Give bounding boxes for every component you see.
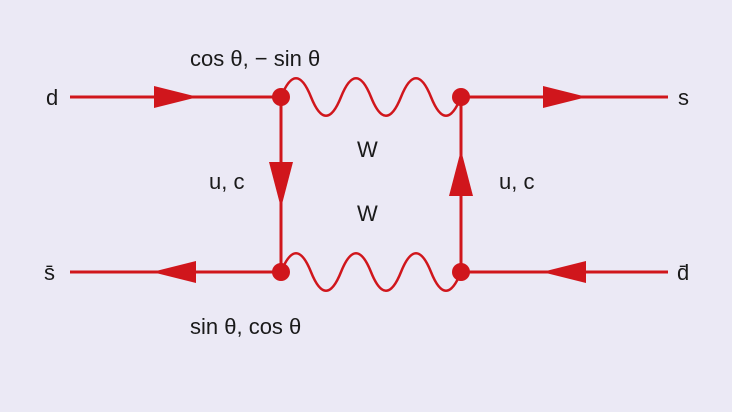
vertex-bottom-left: [272, 263, 290, 281]
arrow-down-icon: [269, 162, 293, 208]
label-w-bottom: W: [357, 201, 378, 226]
arrow-up-icon: [449, 150, 473, 196]
label-bottom-coupling: sin θ, cos θ: [190, 314, 301, 339]
vertex-top-left: [272, 88, 290, 106]
arrow-left-icon: [542, 261, 586, 283]
arrow-left-icon: [152, 261, 196, 283]
arrow-right-icon: [154, 86, 198, 108]
vertex-bottom-right: [452, 263, 470, 281]
label-dbar: d̄: [677, 260, 689, 285]
label-right-quark: u, c: [499, 169, 534, 194]
w-boson-bottom: [279, 252, 463, 292]
w-boson-top: [279, 77, 463, 117]
label-sbar: s̄: [44, 260, 55, 285]
label-top-coupling: cos θ, − sin θ: [190, 46, 320, 71]
label-left-quark: u, c: [209, 169, 244, 194]
arrow-right-icon: [543, 86, 587, 108]
vertex-top-right: [452, 88, 470, 106]
label-s: s: [678, 85, 689, 110]
label-w-top: W: [357, 137, 378, 162]
label-d: d: [46, 85, 58, 110]
